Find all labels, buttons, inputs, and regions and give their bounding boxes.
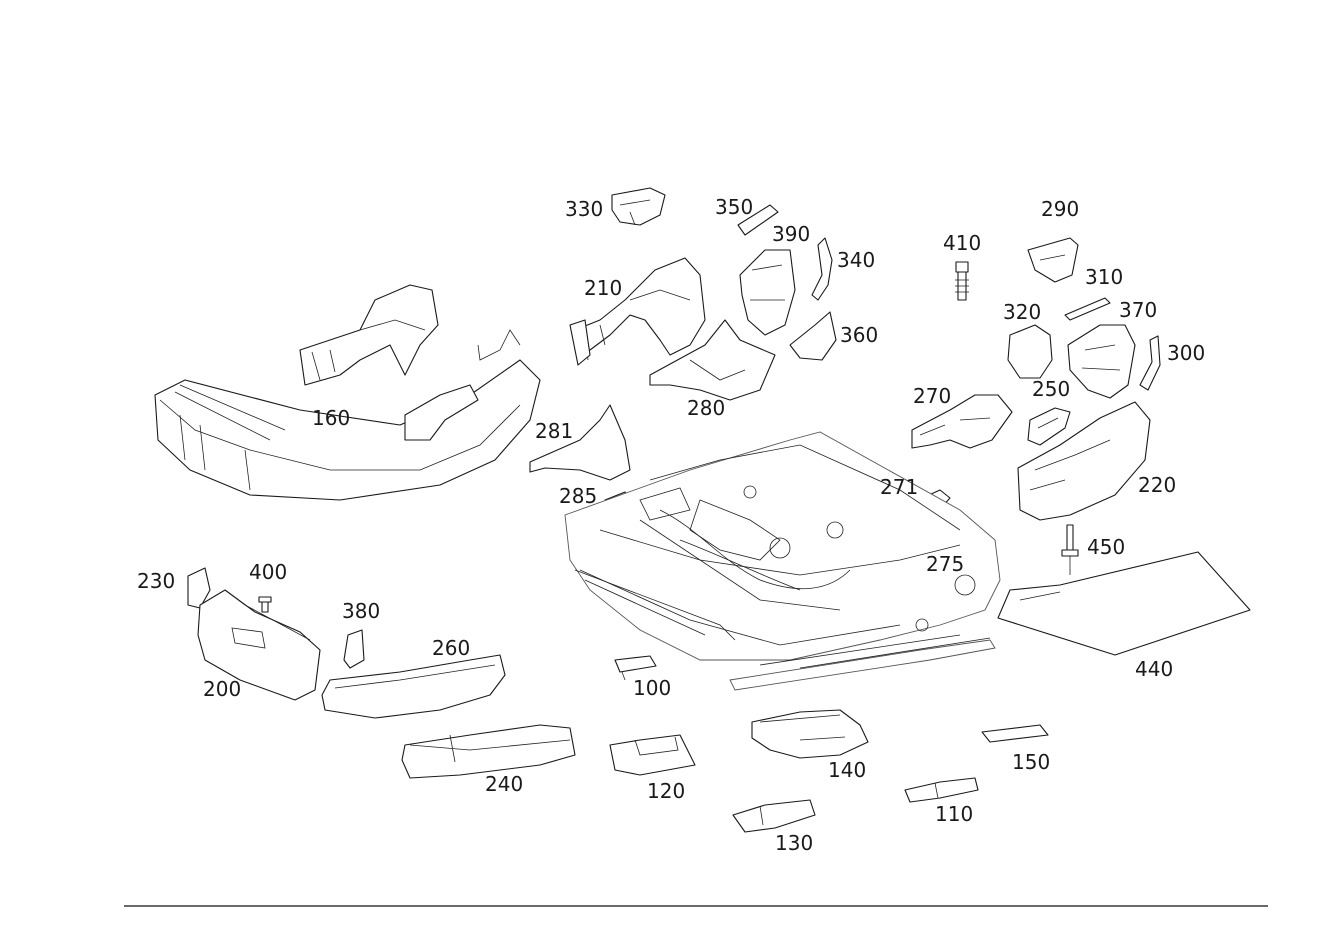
part-380-clip [343, 629, 365, 669]
callout-330: 330 [565, 197, 603, 221]
part-200-front-cover [197, 589, 321, 701]
part-260-trim [321, 654, 506, 719]
callout-220: 220 [1138, 473, 1176, 497]
callout-230: 230 [137, 569, 175, 593]
callout-390: 390 [772, 222, 810, 246]
callout-240: 240 [485, 772, 523, 796]
callout-290: 290 [1041, 197, 1079, 221]
callout-271: 271 [880, 475, 918, 499]
callout-285: 285 [559, 484, 597, 508]
part-130-bracket [732, 799, 816, 833]
callout-340: 340 [837, 248, 875, 272]
callout-380: 380 [342, 599, 380, 623]
part-290-bracket [1027, 237, 1079, 283]
part-140-pan [751, 709, 869, 759]
callout-250: 250 [1032, 377, 1070, 401]
callout-400: 400 [249, 560, 287, 584]
part-440-mat [997, 551, 1251, 656]
part-270-bracket [911, 394, 1013, 449]
callout-440: 440 [1135, 657, 1173, 681]
callout-350: 350 [715, 195, 753, 219]
part-390-mech-cover [739, 249, 796, 336]
callout-160: 160 [312, 406, 350, 430]
callout-275: 275 [926, 552, 964, 576]
callout-140: 140 [828, 758, 866, 782]
callout-150: 150 [1012, 750, 1050, 774]
part-410-fastener [955, 261, 969, 301]
part-310-rod [1064, 297, 1111, 321]
callout-130: 130 [775, 831, 813, 855]
part-281-trim [529, 404, 631, 481]
part-330-bracket [611, 187, 666, 226]
callout-360: 360 [840, 323, 878, 347]
part-300-strip [1139, 335, 1161, 391]
callout-labels: 330 350 390 340 210 360 160 280 281 285 … [137, 195, 1205, 855]
part-210-backrest-shell [569, 257, 706, 366]
callout-410: 410 [943, 231, 981, 255]
part-220-side-cover [1017, 401, 1151, 521]
part-360-shell [789, 311, 837, 361]
callout-320: 320 [1003, 300, 1041, 324]
part-350-clip [737, 204, 779, 236]
callout-270: 270 [913, 384, 951, 408]
callout-310: 310 [1085, 265, 1123, 289]
part-240-cover [401, 724, 576, 779]
callout-200: 200 [203, 677, 241, 701]
part-250-handle [1027, 407, 1071, 446]
part-230-cover [187, 567, 211, 609]
part-450-pin [1061, 524, 1079, 575]
part-110-bracket [904, 777, 979, 803]
part-100-tab [614, 655, 657, 681]
callout-280: 280 [687, 396, 725, 420]
part-120-bracket [609, 734, 696, 776]
part-400-screw [258, 596, 272, 613]
part-340-strip [811, 237, 833, 301]
part-320-shell [1007, 324, 1053, 379]
part-280-shell [649, 319, 776, 401]
part-160-side-cover [154, 284, 541, 501]
callout-300: 300 [1167, 341, 1205, 365]
callout-100: 100 [633, 676, 671, 700]
callout-110: 110 [935, 802, 973, 826]
callout-260: 260 [432, 636, 470, 660]
callout-120: 120 [647, 779, 685, 803]
callout-370: 370 [1119, 298, 1157, 322]
seat-frame-assembly [564, 431, 1001, 691]
callout-210: 210 [584, 276, 622, 300]
callout-281: 281 [535, 419, 573, 443]
part-370-housing [1067, 324, 1136, 399]
part-150-clip [981, 724, 1049, 743]
callout-450: 450 [1087, 535, 1125, 559]
